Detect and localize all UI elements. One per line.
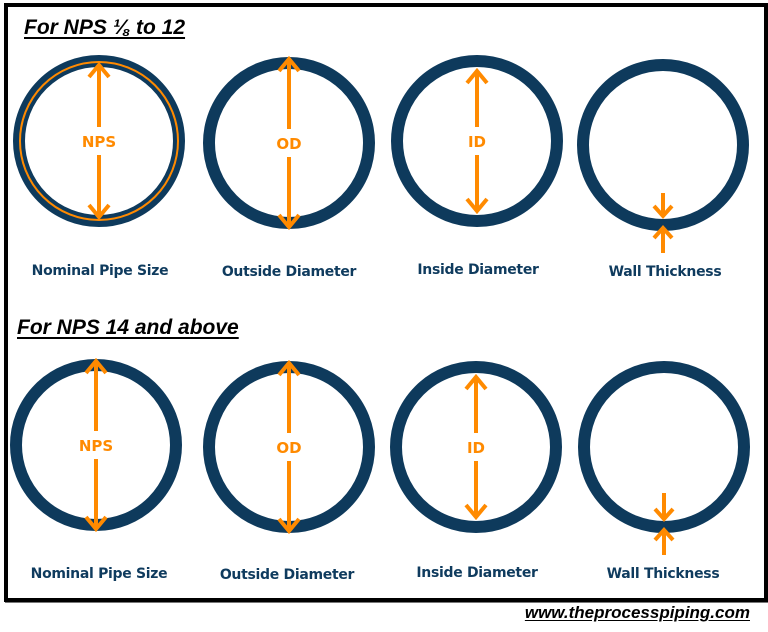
caption-nominal-pipe-size: Nominal Pipe Size	[30, 566, 168, 582]
section-title-large-nps: For NPS 14 and above	[17, 316, 239, 339]
caption-wall-thickness: Wall Thickness	[606, 566, 720, 582]
caption-inside-diameter: Inside Diameter	[416, 565, 538, 581]
dimension-label-id: ID	[468, 133, 486, 151]
dimension-label-id: ID	[467, 439, 485, 457]
pipe-nps-icon: NPS	[10, 357, 182, 533]
pipe-od-icon: OD	[203, 55, 375, 231]
pipe-id-diagram-row1: ID	[391, 55, 563, 227]
diagram-frame	[4, 3, 768, 602]
dimension-label-od: OD	[276, 439, 301, 457]
pipe-wall-thickness-diagram-row2	[578, 361, 750, 561]
pipe-id-icon: ID	[391, 55, 563, 227]
pipe-od-diagram-row2: OD	[203, 359, 375, 535]
caption-outside-diameter: Outside Diameter	[219, 567, 355, 583]
caption-outside-diameter: Outside Diameter	[221, 264, 357, 280]
website-link[interactable]: www.theprocesspiping.com	[524, 603, 750, 622]
pipe-wall-thickness-icon	[578, 361, 750, 555]
caption-wall-thickness: Wall Thickness	[608, 264, 722, 280]
caption-inside-diameter: Inside Diameter	[417, 262, 539, 278]
dimension-label-nps: NPS	[79, 437, 113, 455]
pipe-wall-thickness-icon	[577, 59, 749, 253]
pipe-od-icon: OD	[203, 359, 375, 535]
pipe-nps-diagram-row1: NPS	[13, 55, 185, 227]
section-title-small-nps: For NPS ⅛ to 12	[24, 16, 186, 39]
pipe-nps-icon: NPS	[13, 55, 185, 227]
dimension-label-nps: NPS	[82, 133, 116, 151]
pipe-wall-thickness-diagram-row1	[577, 59, 749, 259]
caption-nominal-pipe-size: Nominal Pipe Size	[31, 263, 169, 279]
dimension-label-od: OD	[276, 135, 301, 153]
pipe-id-icon: ID	[390, 361, 562, 533]
pipe-nps-diagram-row2: NPS	[10, 357, 182, 533]
pipe-id-diagram-row2: ID	[390, 361, 562, 533]
pipe-od-diagram-row1: OD	[203, 55, 375, 231]
